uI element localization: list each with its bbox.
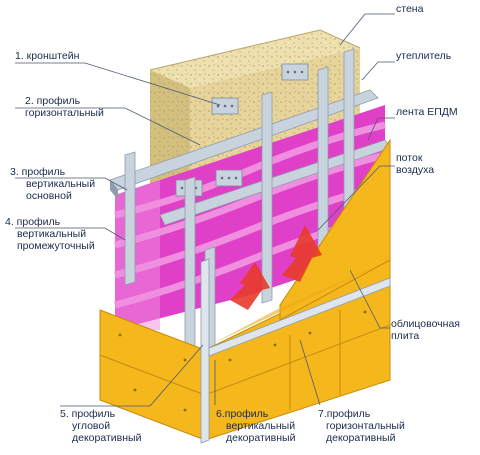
leader-insulation bbox=[361, 61, 395, 81]
label-cladding-panel: облицовочная плита bbox=[391, 318, 460, 342]
leader-panel bbox=[349, 269, 390, 329]
air-flow-arrow-icon bbox=[230, 225, 322, 310]
leader-vertical-main bbox=[15, 177, 128, 191]
label-epdm-tape: лента ЕПДМ bbox=[396, 106, 458, 118]
label-horizontal-decorative-profile: 7.профиль горизонтальный декоративный bbox=[318, 408, 405, 444]
leader-horizontal-profile bbox=[15, 107, 201, 146]
label-insulation: утеплитель bbox=[396, 50, 452, 62]
label-vertical-main-profile: 3. профиль вертикальный основной bbox=[10, 166, 96, 202]
leader-wall bbox=[339, 13, 395, 46]
label-corner-decorative-profile: 5. профиль угловой декоративный bbox=[60, 408, 142, 444]
cladding-panels bbox=[99, 138, 391, 441]
label-bracket: 1. кронштейн bbox=[15, 50, 80, 62]
leader-bracket bbox=[15, 62, 221, 106]
leader-epdm bbox=[367, 117, 395, 141]
leader-lines bbox=[15, 13, 395, 407]
label-air-flow: поток воздуха bbox=[396, 152, 435, 176]
label-vertical-intermediate-profile: 4. профиль вертикальный промежуточный bbox=[5, 216, 95, 252]
label-horizontal-profile: 2. профиль горизонтальный bbox=[25, 95, 104, 119]
leader-horizontal-decorative bbox=[299, 339, 321, 406]
leader-airflow bbox=[317, 165, 395, 231]
label-wall: стена bbox=[396, 3, 424, 15]
decorative-profiles bbox=[200, 258, 391, 444]
label-vertical-decorative-profile: 6.профиль вертикальный декоративный bbox=[216, 408, 296, 444]
leader-vertical-intermediate bbox=[15, 227, 126, 241]
leader-corner-profile bbox=[60, 344, 204, 407]
